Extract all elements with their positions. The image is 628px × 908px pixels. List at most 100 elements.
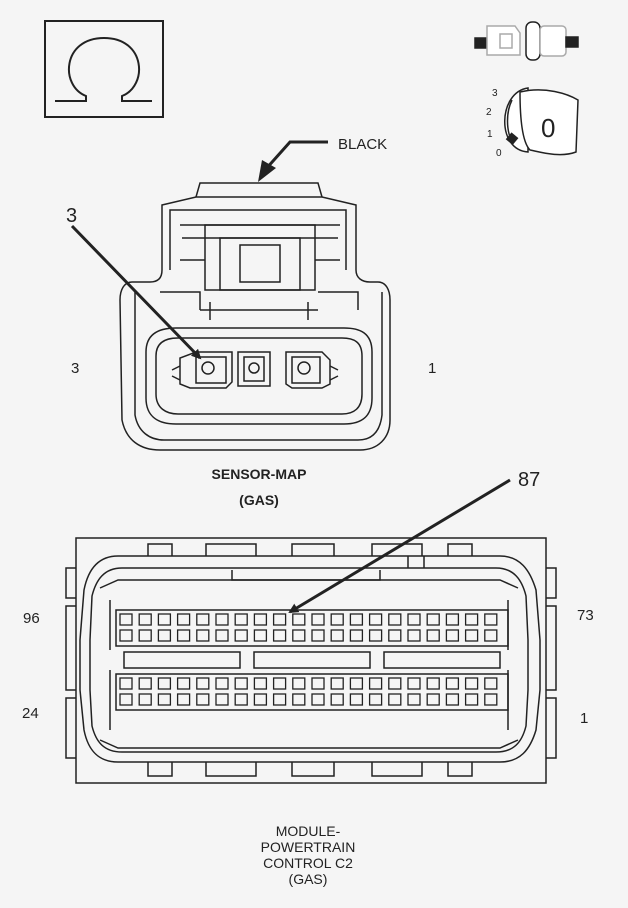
pcm-pin-cavity bbox=[407, 677, 421, 690]
pcm-pin-bottom-right-label: 1 bbox=[580, 710, 588, 727]
pcm-pin-cavity bbox=[464, 629, 479, 642]
pcm-title-line-4: (GAS) bbox=[289, 871, 328, 887]
pcm-pin-cavity bbox=[484, 613, 498, 626]
pcm-pin-cavity bbox=[138, 677, 152, 690]
pcm-pin-cavity bbox=[253, 613, 268, 626]
pcm-pin-cavity bbox=[426, 677, 440, 690]
pcm-pin-top-right-label: 73 bbox=[577, 607, 594, 624]
pcm-pin-cavity bbox=[388, 693, 402, 706]
sensor-map-cavity-1 bbox=[285, 351, 339, 389]
ohm-meter-symbol bbox=[44, 20, 164, 118]
pcm-pin-cavity bbox=[292, 693, 306, 706]
pcm-pin-cavity bbox=[330, 629, 344, 642]
pcm-pin-cavity bbox=[407, 629, 421, 642]
pcm-pin-cavity bbox=[349, 629, 364, 642]
pcm-pin-cavity bbox=[272, 693, 287, 706]
pcm-pin-cavity bbox=[272, 677, 287, 690]
pcm-c2-connector bbox=[65, 537, 557, 784]
key-label: 0 bbox=[541, 113, 555, 143]
pcm-pin-cavity bbox=[215, 613, 229, 626]
connector-view-icon bbox=[474, 21, 579, 61]
pcm-pin-bottom-left-label: 24 bbox=[22, 705, 39, 722]
pcm-pin-cavity bbox=[176, 629, 191, 642]
pin-87-callout-arrow: 87 bbox=[288, 469, 540, 614]
sensor-map-connector bbox=[119, 182, 391, 451]
ignition-key-icon: 3 2 1 0 0 bbox=[486, 87, 579, 159]
pcm-pin-cavity bbox=[368, 693, 383, 706]
pcm-center-slot-middle bbox=[253, 651, 371, 669]
pcm-pin-cavity bbox=[176, 677, 191, 690]
pcm-pin-cavity bbox=[292, 677, 306, 690]
pcm-pin-cavity bbox=[464, 693, 479, 706]
pcm-pin-cavity bbox=[464, 613, 479, 626]
pcm-pin-cavity bbox=[234, 677, 248, 690]
pcm-pin-cavity bbox=[119, 693, 133, 706]
pcm-pin-cavity bbox=[311, 677, 325, 690]
pcm-pin-cavity bbox=[234, 613, 248, 626]
pcm-pin-cavity bbox=[484, 677, 498, 690]
pcm-pin-cavity bbox=[138, 629, 152, 642]
key-position-1: 1 bbox=[487, 129, 493, 140]
pcm-pin-cavity bbox=[311, 613, 325, 626]
pcm-pin-cavity bbox=[157, 629, 172, 642]
pcm-pin-cavity bbox=[464, 677, 479, 690]
pcm-pin-cavity bbox=[349, 677, 364, 690]
pcm-pin-cavity bbox=[311, 693, 325, 706]
pcm-pin-cavity bbox=[196, 629, 210, 642]
pcm-pin-cavity bbox=[272, 613, 287, 626]
pcm-title-line-2: POWERTRAIN bbox=[261, 839, 356, 855]
color-label: BLACK bbox=[338, 136, 387, 153]
pcm-pin-cavity bbox=[407, 613, 421, 626]
pcm-pin-grid bbox=[119, 613, 498, 706]
pcm-pin-cavity bbox=[196, 693, 210, 706]
sensor-map-title: SENSOR-MAP bbox=[212, 466, 307, 482]
pcm-pin-cavity bbox=[119, 677, 133, 690]
pin-3-callout-arrow: 3 bbox=[66, 205, 202, 360]
pcm-pin-cavity bbox=[157, 677, 172, 690]
pcm-pin-cavity bbox=[388, 613, 402, 626]
pcm-pin-cavity bbox=[445, 677, 460, 690]
pcm-pin-cavity bbox=[484, 629, 498, 642]
pcm-center-slot-right bbox=[383, 651, 501, 669]
pcm-pin-cavity bbox=[445, 613, 460, 626]
sensor-map-cavity-3 bbox=[171, 351, 233, 389]
pcm-pin-cavity bbox=[349, 613, 364, 626]
pcm-pin-cavity bbox=[368, 613, 383, 626]
sensor-pin-right-label: 1 bbox=[428, 360, 436, 377]
pcm-center-slot-left bbox=[123, 651, 241, 669]
pcm-title-line-3: CONTROL C2 bbox=[263, 855, 353, 871]
pcm-pin-top-left-label: 96 bbox=[23, 610, 40, 627]
pcm-pin-cavity bbox=[330, 677, 344, 690]
pcm-pin-cavity bbox=[368, 629, 383, 642]
pcm-pin-cavity bbox=[215, 629, 229, 642]
sensor-pin-left-label: 3 bbox=[71, 360, 79, 377]
pcm-pin-cavity bbox=[234, 693, 248, 706]
pcm-pin-cavity bbox=[196, 677, 210, 690]
sensor-pin-callout-label: 3 bbox=[66, 205, 77, 227]
key-position-0: 0 bbox=[496, 148, 502, 159]
black-color-callout: BLACK bbox=[258, 136, 387, 182]
pcm-pin-cavity bbox=[119, 629, 133, 642]
pcm-pin-cavity bbox=[157, 693, 172, 706]
pcm-pin-cavity bbox=[349, 693, 364, 706]
key-position-3: 3 bbox=[492, 88, 498, 99]
pcm-pin-cavity bbox=[176, 693, 191, 706]
pcm-pin-cavity bbox=[445, 693, 460, 706]
pcm-pin-cavity bbox=[292, 613, 306, 626]
pcm-pin-cavity bbox=[388, 677, 402, 690]
pcm-pin-cavity bbox=[272, 629, 287, 642]
pcm-pin-cavity bbox=[388, 629, 402, 642]
sensor-map-subtitle: (GAS) bbox=[239, 492, 279, 508]
pcm-pin-cavity bbox=[138, 613, 152, 626]
ohm-icon bbox=[55, 36, 152, 102]
pcm-pin-callout-label: 87 bbox=[518, 469, 540, 491]
pcm-pin-cavity bbox=[119, 613, 133, 626]
pcm-pin-cavity bbox=[253, 629, 268, 642]
pcm-pin-cavity bbox=[484, 693, 498, 706]
pcm-pin-cavity bbox=[138, 693, 152, 706]
pcm-pin-cavity bbox=[234, 629, 248, 642]
pcm-pin-cavity bbox=[426, 629, 440, 642]
pcm-title-line-1: MODULE- bbox=[276, 823, 341, 839]
pcm-pin-cavity bbox=[157, 613, 172, 626]
